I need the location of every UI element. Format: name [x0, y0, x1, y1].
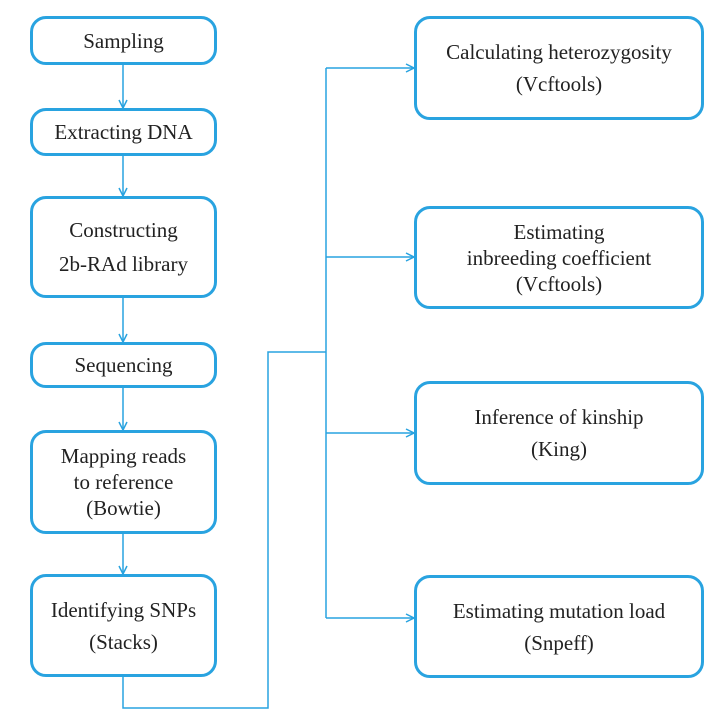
step-constructing-library: Constructing 2b-RAd library	[30, 196, 217, 298]
connector-identifying-to-branch	[122, 351, 326, 709]
analysis-heterozygosity: Calculating heterozygosity (Vcftools)	[414, 16, 704, 120]
step-identifying-snps: Identifying SNPs (Stacks)	[30, 574, 217, 677]
analysis-mutation-load: Estimating mutation load (Snpeff)	[414, 575, 704, 678]
analysis-inbreeding-coefficient-line-1: Estimating	[513, 219, 605, 244]
step-mapping-reads: Mapping reads to reference (Bowtie)	[30, 430, 217, 534]
step-constructing-library-line-1: Constructing	[69, 218, 178, 242]
step-sequencing: Sequencing	[30, 342, 217, 388]
step-extracting-dna: Extracting DNA	[30, 108, 217, 156]
analysis-kinship-line-2: (King)	[531, 437, 587, 461]
step-identifying-snps-line-1: Identifying SNPs	[50, 597, 197, 622]
step-mapping-reads-line-2: to reference	[73, 470, 174, 494]
step-identifying-snps-line-2: (Stacks)	[89, 629, 158, 654]
analysis-inbreeding-coefficient-line-2: inbreeding coefficient	[466, 245, 652, 270]
analysis-kinship-line-1: Inference of kinship	[474, 405, 644, 429]
step-sampling: Sampling	[30, 16, 217, 65]
analysis-inbreeding-coefficient: Estimating inbreeding coefficient (Vcfto…	[414, 206, 704, 309]
analysis-mutation-load-line-2: (Snpeff)	[524, 630, 594, 655]
analysis-mutation-load-line-1: Estimating mutation load	[452, 598, 666, 623]
step-sampling-line-1: Sampling	[83, 28, 164, 53]
analysis-inbreeding-coefficient-line-3: (Vcftools)	[515, 271, 603, 296]
step-sequencing-line-1: Sequencing	[74, 353, 173, 377]
analysis-kinship: Inference of kinship (King)	[414, 381, 704, 485]
step-mapping-reads-line-1: Mapping reads	[60, 444, 187, 468]
step-mapping-reads-line-3: (Bowtie)	[86, 496, 161, 520]
analysis-heterozygosity-line-2: (Vcftools)	[515, 72, 603, 96]
step-constructing-library-line-2: 2b-RAd library	[59, 252, 188, 276]
analysis-heterozygosity-line-1: Calculating heterozygosity	[446, 40, 672, 64]
step-extracting-dna-line-1: Extracting DNA	[54, 120, 193, 144]
